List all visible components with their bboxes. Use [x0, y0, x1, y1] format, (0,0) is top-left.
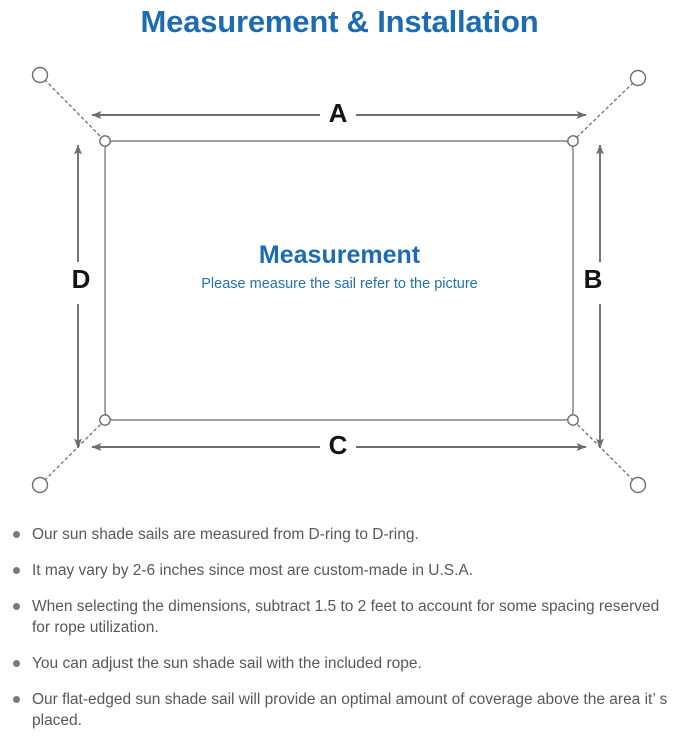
note-text: It may vary by 2-6 inches since most are…: [32, 562, 474, 579]
note-text: You can adjust the sun shade sail with t…: [32, 655, 422, 672]
note-item: When selecting the dimensions, subtract …: [0, 596, 679, 638]
dimension-label-b: B: [583, 264, 603, 294]
dimension-d-gap: [68, 262, 92, 304]
notes-list: Our sun shade sails are measured from D-…: [0, 524, 679, 746]
dimension-b-gap: [588, 262, 612, 304]
note-item: You can adjust the sun shade sail with t…: [0, 653, 679, 674]
dimension-label-a: A: [328, 98, 348, 128]
note-text: Our flat-edged sun shade sail will provi…: [32, 691, 668, 729]
bottom-right-d-ring-icon: [567, 414, 579, 426]
note-item: It may vary by 2-6 inches since most are…: [0, 560, 679, 581]
rope-bottom-right: [576, 423, 634, 481]
bottom-left-d-ring-icon: [99, 414, 111, 426]
bullet-icon: [13, 567, 20, 574]
top-right-d-ring-icon: [567, 135, 579, 147]
bottom-left-anchor-icon: [31, 476, 49, 494]
dimension-label-c: C: [328, 430, 348, 460]
top-left-d-ring-icon: [99, 135, 111, 147]
rope-top-right: [576, 82, 634, 138]
top-left-anchor-icon: [31, 66, 49, 84]
bullet-icon: [13, 696, 20, 703]
bullet-icon: [13, 660, 20, 667]
d-rings: [99, 135, 579, 426]
top-right-anchor-icon: [629, 69, 647, 87]
sail-rectangle: [104, 140, 574, 421]
anchor-circles: [31, 66, 647, 494]
note-item: Our flat-edged sun shade sail will provi…: [0, 689, 679, 731]
rope-bottom-left: [44, 423, 102, 481]
dimension-label-d: D: [71, 264, 91, 294]
bullet-icon: [13, 603, 20, 610]
rope-top-left: [44, 79, 102, 138]
note-item: Our sun shade sails are measured from D-…: [0, 524, 679, 545]
note-text: Our sun shade sails are measured from D-…: [32, 526, 419, 543]
page-title: Measurement & Installation: [140, 4, 539, 39]
bottom-right-anchor-icon: [629, 476, 647, 494]
note-text: When selecting the dimensions, subtract …: [32, 598, 660, 636]
dimension-c-gap: [320, 437, 356, 459]
dimension-a-gap: [320, 105, 356, 127]
rope-lines: [44, 79, 634, 481]
bullet-icon: [13, 531, 20, 538]
